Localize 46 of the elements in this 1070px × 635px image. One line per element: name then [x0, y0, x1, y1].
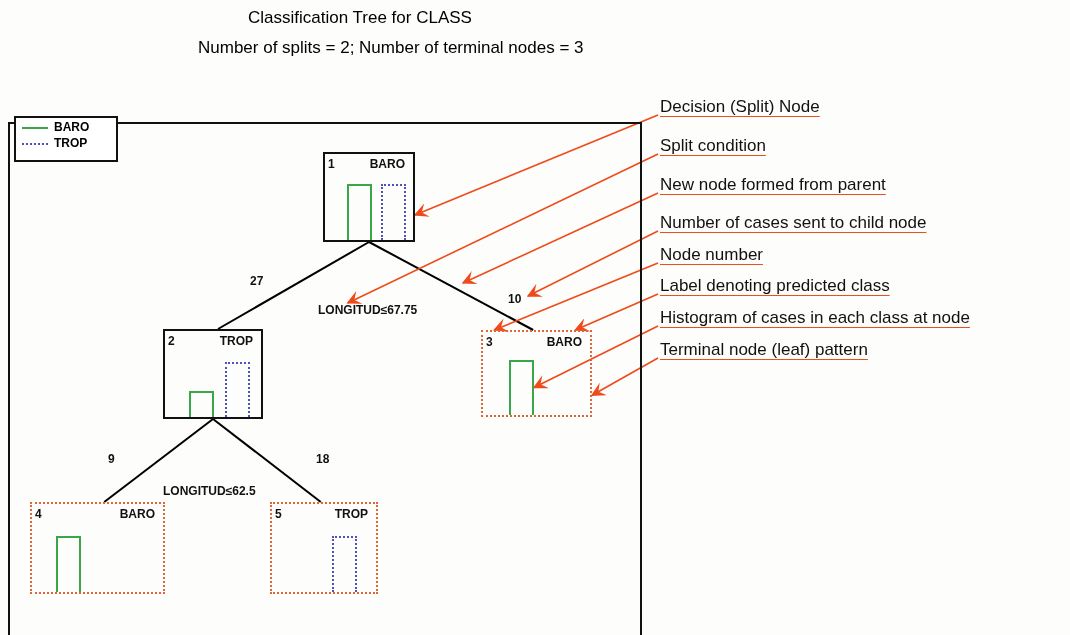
split-condition: LONGITUD≤62.5	[163, 484, 256, 498]
leader-arrow	[346, 153, 659, 304]
branch-line	[103, 418, 214, 503]
node-number: 5	[275, 507, 282, 521]
terminal-node-box	[30, 502, 165, 594]
case-count: 27	[250, 274, 264, 288]
annotation-label: Terminal node (leaf) pattern	[660, 340, 868, 360]
leader-arrow	[493, 262, 659, 332]
node-number: 1	[328, 157, 335, 171]
chart-subtitle: Number of splits = 2; Number of terminal nodes = 3	[198, 38, 584, 58]
class-label: BARO	[119, 507, 155, 521]
legend-label: BARO	[54, 120, 90, 134]
leader-arrow	[461, 192, 659, 285]
split-condition: LONGITUD≤67.75	[318, 303, 418, 317]
annotation-label: Node number	[660, 245, 763, 265]
node-number: 4	[35, 507, 42, 521]
leader-arrow	[590, 357, 659, 397]
annotation-label: New node formed from parent	[660, 175, 886, 195]
legend-label: TROP	[54, 136, 88, 150]
class-label: BARO	[546, 335, 582, 349]
decision-node-box	[323, 152, 415, 242]
class-label: TROP	[219, 334, 253, 348]
case-count: 18	[316, 452, 330, 466]
leader-arrow	[413, 114, 659, 217]
leader-arrow	[532, 325, 659, 389]
branch-line	[212, 418, 322, 503]
class-label: BARO	[369, 157, 405, 171]
terminal-node-box	[481, 330, 592, 417]
case-count: 10	[508, 292, 522, 306]
leader-arrow	[526, 230, 659, 297]
node-number: 2	[168, 334, 175, 348]
histogram-bar	[509, 360, 534, 415]
annotation-label: Split condition	[660, 136, 766, 156]
chart-title: Classification Tree for CLASS	[248, 8, 472, 28]
class-label: TROP	[334, 507, 368, 521]
decision-node-box	[163, 329, 263, 419]
annotation-label: Number of cases sent to child node	[660, 213, 927, 233]
node-number: 3	[486, 335, 493, 349]
leader-arrow	[574, 293, 659, 332]
branch-line	[368, 241, 535, 331]
branch-line	[217, 241, 370, 330]
annotation-label: Decision (Split) Node	[660, 97, 820, 117]
annotation-label: Histogram of cases in each class at node	[660, 308, 970, 328]
case-count: 9	[108, 452, 115, 466]
terminal-node-box	[270, 502, 378, 594]
annotation-label: Label denoting predicted class	[660, 276, 890, 296]
